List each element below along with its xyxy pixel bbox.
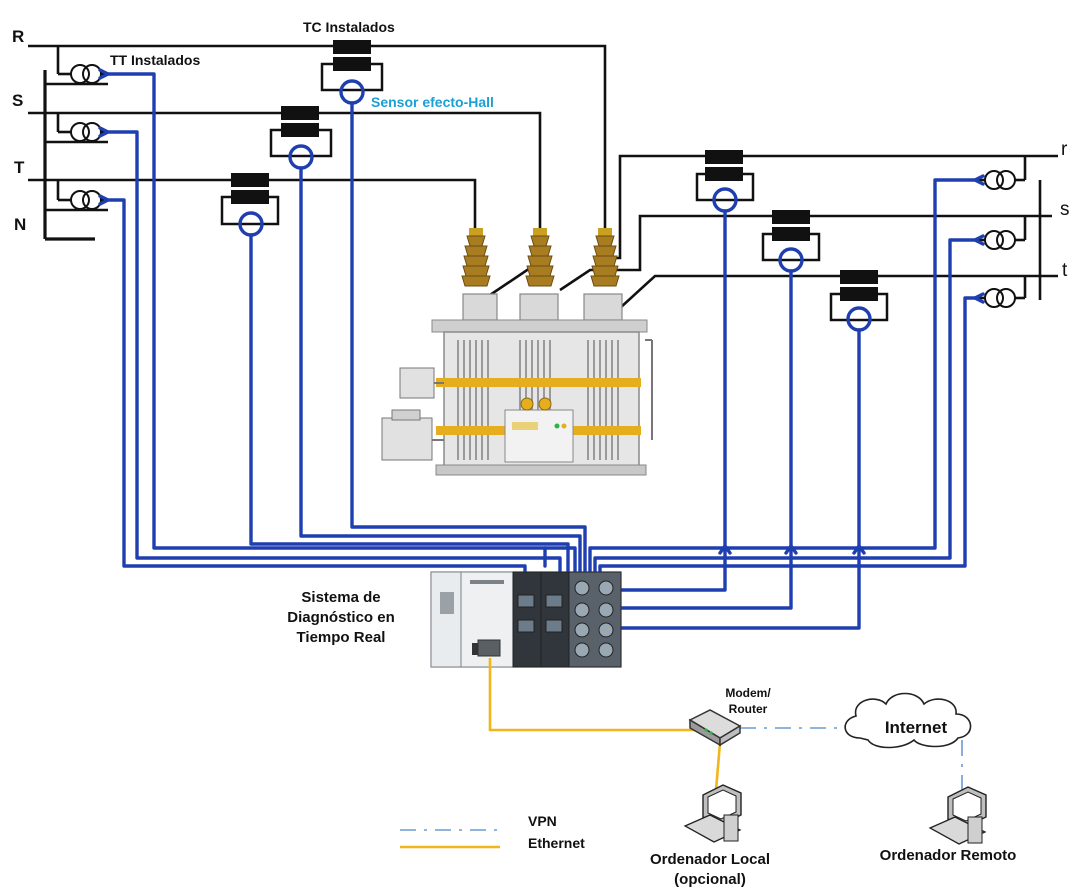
current-transformer-icon: [829, 270, 889, 332]
tt-installed-label: TT Instalados: [110, 52, 200, 68]
system-label: Sistema de Diagnóstico en Tiempo Real: [287, 589, 395, 646]
legend: VPN Ethernet: [400, 813, 585, 851]
cloud-icon: [844, 692, 972, 749]
conductor-t: [619, 274, 1058, 309]
phase-label-N: N: [14, 215, 26, 234]
input-bus: R S T N: [12, 27, 607, 241]
voltage-transformer-icon: [975, 156, 1027, 190]
network: Modem/ Router Internet Ordenador Local (…: [488, 658, 1017, 888]
legend-ethernet-label: Ethernet: [528, 835, 585, 851]
transformer-icon: [381, 228, 653, 476]
modem-label-line2: Router: [729, 702, 768, 716]
bushing: [461, 228, 498, 321]
modem-label-line1: Modem/: [725, 686, 771, 700]
conductor-T: [28, 178, 477, 228]
current-transformer-icon: [269, 106, 333, 170]
voltage-transformer-icon: [45, 180, 108, 212]
computer-icon: [683, 784, 742, 843]
local-pc-label-line2: (opcional): [674, 871, 746, 888]
computer-icon: [928, 786, 987, 845]
system-label-line3: Tiempo Real: [297, 629, 386, 646]
phase-label-r: r: [1061, 139, 1068, 160]
legend-vpn-label: VPN: [528, 813, 557, 829]
router-icon: [688, 709, 742, 747]
daq-chassis-icon: [430, 571, 622, 668]
phase-label-R: R: [12, 27, 24, 46]
system-label-line2: Diagnóstico en: [287, 609, 395, 626]
voltage-transformer-icon: [45, 46, 108, 86]
ethernet-link-local: [714, 742, 722, 791]
tc-installed-label: TC Instalados: [303, 19, 395, 35]
local-pc-label-line1: Ordenador Local: [650, 851, 770, 868]
tt-input-group: TT Instalados: [45, 46, 200, 212]
remote-pc-label: Ordenador Remoto: [880, 847, 1017, 864]
tt-output-group: [975, 156, 1027, 308]
phase-label-s: s: [1060, 199, 1070, 220]
phase-label-T: T: [14, 158, 25, 177]
current-transformer-icon: [220, 173, 280, 237]
current-transformer-icon: [761, 210, 821, 273]
phase-label-t: t: [1062, 260, 1068, 281]
bushing: [583, 228, 623, 321]
current-transformer-icon: [695, 150, 755, 213]
phase-label-S: S: [12, 91, 23, 110]
conductor-S: [28, 111, 542, 228]
voltage-transformer-icon: [975, 276, 1027, 308]
internet-label: Internet: [885, 718, 948, 737]
hall-sensor-label: Sensor efecto-Hall: [371, 94, 494, 110]
ethernet-link-daq: [488, 658, 700, 732]
conductor-R: [28, 44, 607, 228]
system-label-line1: Sistema de: [301, 589, 380, 606]
tc-input-group: TC Instalados Sensor efecto-Hall: [220, 19, 494, 237]
bushing: [519, 228, 559, 321]
